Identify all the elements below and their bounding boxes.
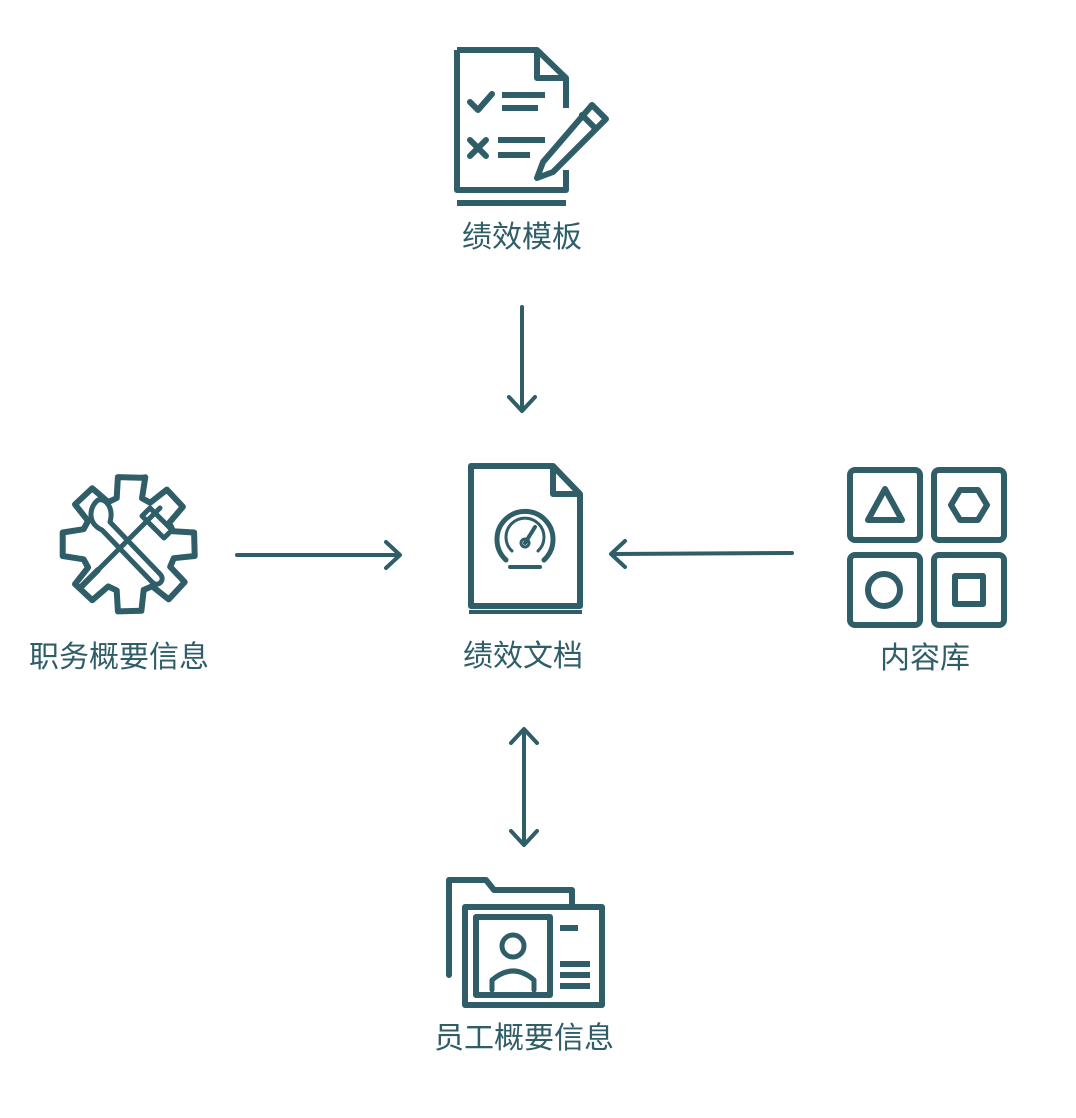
node-label-template: 绩效模板 (462, 220, 582, 255)
arrow-library-to-document (609, 539, 794, 569)
checklist-pencil-icon (454, 47, 609, 206)
node-label-library: 内容库 (880, 641, 970, 676)
arrow-template-to-document (507, 305, 537, 413)
document-gauge-icon (468, 463, 583, 614)
arrow-job-to-document (235, 540, 402, 570)
node-label-document: 绩效文档 (463, 639, 583, 674)
arrow-document-employee (509, 727, 539, 847)
folder-id-card-icon (446, 877, 605, 1008)
node-label-job: 职务概要信息 (29, 640, 209, 675)
gear-tools-icon (59, 474, 198, 615)
node-label-employee: 员工概要信息 (434, 1021, 614, 1056)
shapes-grid-icon (847, 467, 1007, 628)
